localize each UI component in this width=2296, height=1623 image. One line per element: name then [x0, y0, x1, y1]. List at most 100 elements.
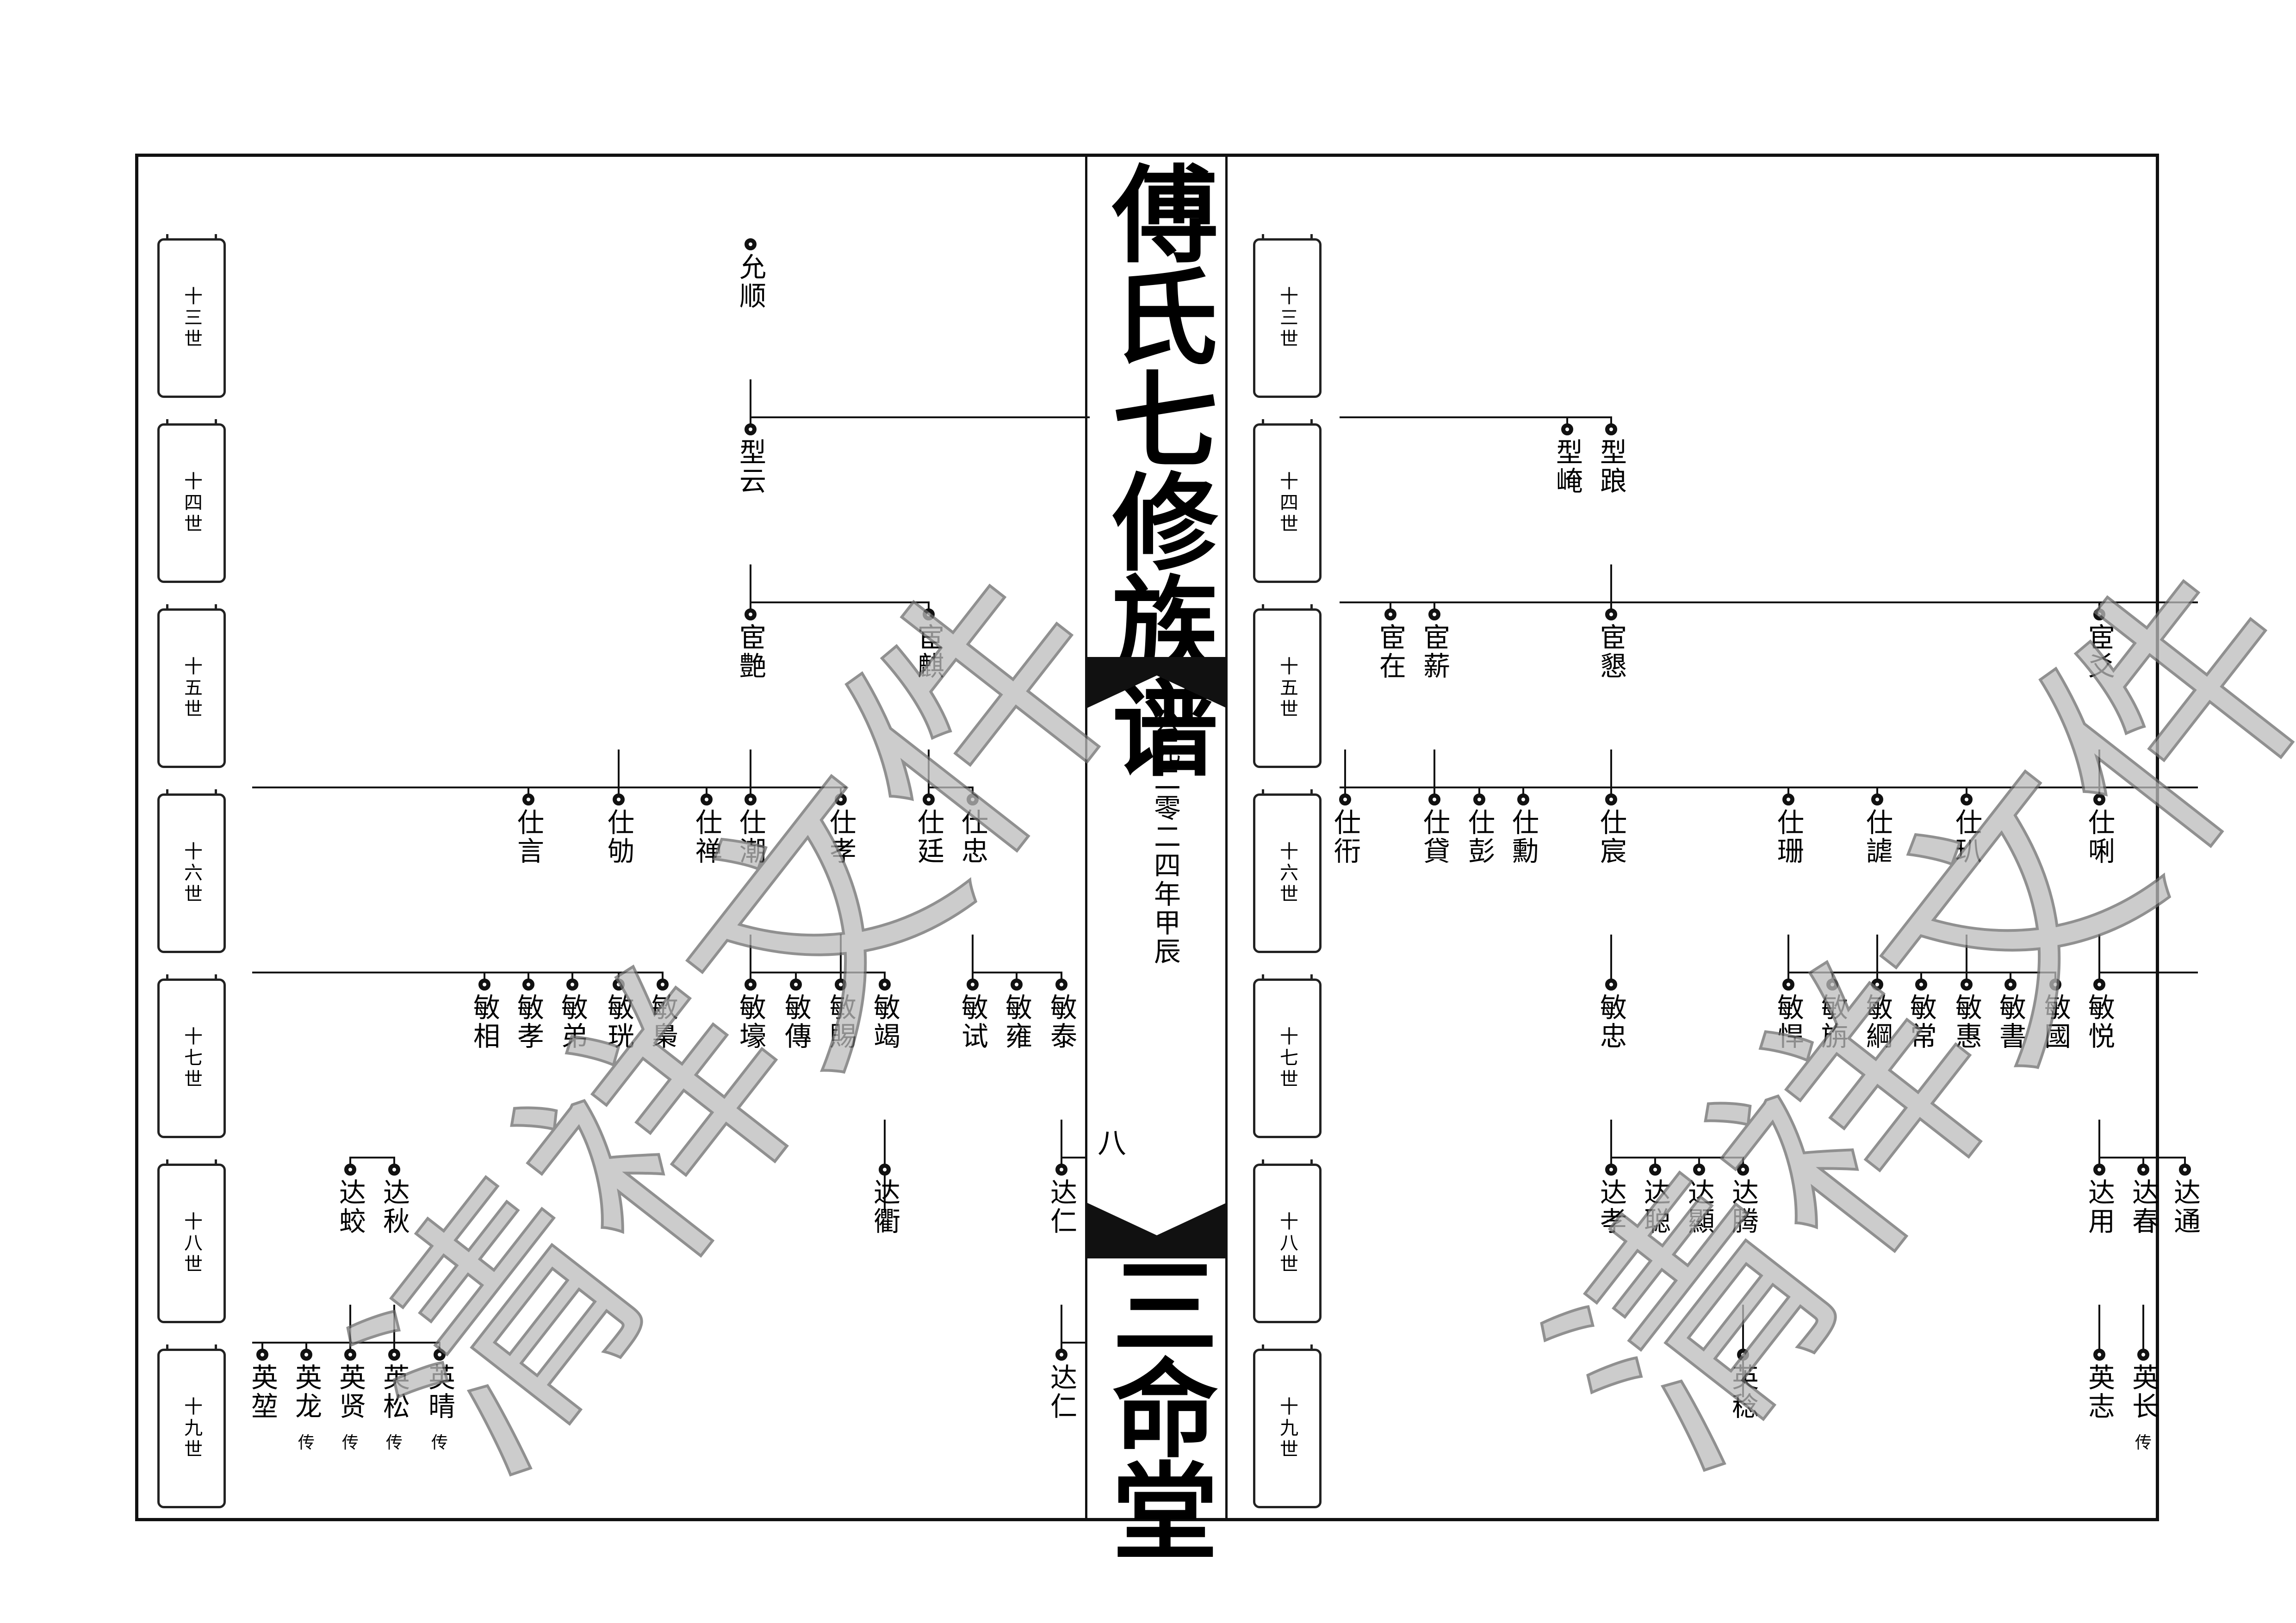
person-node[interactable]: 敏綱: [1845, 979, 1910, 1051]
person-node[interactable]: 英稔: [1711, 1349, 1775, 1421]
person-marker-icon: [701, 793, 713, 805]
person-node[interactable]: 仕唎: [2067, 793, 2132, 866]
person-node[interactable]: 英龙传: [274, 1349, 339, 1453]
person-node[interactable]: 敏孝: [496, 979, 561, 1051]
person-node[interactable]: 宦爻: [2067, 608, 2132, 681]
person-node[interactable]: 敏相: [452, 979, 517, 1051]
person-node[interactable]: 敏旃: [1800, 979, 1865, 1051]
person-node[interactable]: 允顺: [718, 238, 783, 310]
descent-line: [2098, 935, 2100, 972]
person-name: 敏忠: [1595, 993, 1627, 1051]
person-node[interactable]: 仕劬: [586, 793, 651, 866]
person-name: 达春: [2128, 1178, 2159, 1236]
person-name: 英长: [2128, 1363, 2159, 1421]
person-marker-icon: [1055, 979, 1067, 991]
person-node[interactable]: 仕禅: [674, 793, 739, 866]
generation-label-text: 十七世: [181, 1026, 202, 1090]
ribbon-top: [1087, 657, 1226, 708]
person-node[interactable]: 宦艶: [718, 608, 783, 681]
person-node[interactable]: 敏泰: [1029, 979, 1094, 1051]
person-name: 型崦: [1551, 438, 1583, 496]
person-node[interactable]: 宦薪: [1402, 608, 1467, 681]
person-marker-icon: [1782, 979, 1794, 991]
person-name: 仕廷: [913, 808, 944, 866]
person-node[interactable]: 达蛟: [318, 1164, 383, 1236]
person-name: 仕玐: [1951, 808, 1982, 866]
person-node[interactable]: 敏惠: [1934, 979, 1999, 1051]
person-node[interactable]: 仕孝: [808, 793, 873, 866]
person-node[interactable]: 敏弟: [540, 979, 605, 1051]
person-node[interactable]: 敏賜: [808, 979, 873, 1051]
person-marker-icon: [2093, 1349, 2105, 1361]
person-node[interactable]: 型云: [718, 423, 783, 496]
person-node[interactable]: 英松传: [362, 1349, 427, 1453]
person-node[interactable]: 敏書: [1978, 979, 2043, 1051]
person-node[interactable]: 英晴传: [407, 1349, 472, 1453]
person-node[interactable]: 宦懇: [1579, 608, 1644, 681]
generation-label: 十九世: [157, 1344, 226, 1508]
person-node[interactable]: 宦在: [1358, 608, 1423, 681]
person-name: 仕禅: [691, 808, 722, 866]
person-node[interactable]: 敏悍: [1756, 979, 1821, 1051]
person-node[interactable]: 敏壕: [718, 979, 783, 1051]
person-node[interactable]: 仕勳: [1491, 793, 1556, 866]
person-node[interactable]: 达顯: [1667, 1164, 1731, 1236]
person-marker-icon: [1605, 793, 1617, 805]
person-node[interactable]: 敏试: [940, 979, 1005, 1051]
person-node[interactable]: 敏珖: [586, 979, 651, 1051]
person-node[interactable]: 敏國: [2023, 979, 2088, 1051]
person-node[interactable]: 敏悦: [2067, 979, 2132, 1051]
person-name: 宦薪: [1419, 623, 1450, 681]
person-node[interactable]: 敏竭: [852, 979, 917, 1051]
person-node[interactable]: 仕廷: [896, 793, 961, 866]
person-node[interactable]: 达仁: [1029, 1349, 1094, 1421]
person-name: 敏悦: [2084, 993, 2115, 1051]
person-node[interactable]: 仕忠: [940, 793, 1005, 866]
person-name: 达腾: [1727, 1178, 1759, 1236]
generation-label: 十七世: [157, 974, 226, 1138]
person-node[interactable]: 达通: [2153, 1164, 2217, 1236]
person-node[interactable]: 敏常: [1889, 979, 1954, 1051]
person-node[interactable]: 型崦: [1535, 423, 1600, 496]
descent-line: [750, 379, 751, 416]
person-node[interactable]: 敏梟: [630, 979, 695, 1051]
person-node[interactable]: 达衢: [852, 1164, 917, 1236]
person-node[interactable]: 达秋: [362, 1164, 427, 1236]
person-node[interactable]: 宦麒: [896, 608, 961, 681]
person-node[interactable]: 仕貸: [1402, 793, 1467, 866]
person-node[interactable]: 型踉: [1579, 423, 1644, 496]
descent-line: [1876, 935, 1878, 972]
person-node[interactable]: 达仁: [1029, 1164, 1094, 1236]
person-node[interactable]: 敏傳: [763, 979, 828, 1051]
person-node[interactable]: 英堃: [230, 1349, 295, 1421]
person-name: 英堃: [247, 1363, 278, 1421]
person-node[interactable]: 仕宸: [1579, 793, 1644, 866]
descent-line: [1610, 564, 1612, 601]
person-node[interactable]: 英志: [2067, 1349, 2132, 1421]
person-note: 传: [385, 1433, 403, 1452]
person-marker-icon: [1871, 793, 1883, 805]
person-node[interactable]: 仕衎: [1313, 793, 1378, 866]
person-name: 型云: [735, 438, 766, 496]
person-name: 敏雍: [1001, 993, 1032, 1051]
person-node[interactable]: 达用: [2067, 1164, 2132, 1236]
person-node[interactable]: 仕潮: [718, 793, 783, 866]
person-node[interactable]: 敏雍: [984, 979, 1049, 1051]
person-node[interactable]: 仕言: [496, 793, 561, 866]
person-node[interactable]: 仕玐: [1934, 793, 1999, 866]
person-node[interactable]: 英长传: [2111, 1349, 2176, 1453]
person-node[interactable]: 仕彭: [1447, 793, 1512, 866]
person-node[interactable]: 敏忠: [1579, 979, 1644, 1051]
person-node[interactable]: 达孝: [1579, 1164, 1644, 1236]
person-node[interactable]: 仕珊: [1756, 793, 1821, 866]
spine-right-border: [1225, 154, 1228, 1521]
person-name: 达通: [2169, 1178, 2201, 1236]
person-node[interactable]: 达腾: [1711, 1164, 1775, 1236]
person-node[interactable]: 达春: [2111, 1164, 2176, 1236]
generation-label-text: 十五世: [1277, 656, 1298, 720]
person-marker-icon: [967, 793, 979, 805]
person-node[interactable]: 达聪: [1623, 1164, 1688, 1236]
person-node[interactable]: 仕謔: [1845, 793, 1910, 866]
person-node[interactable]: 英贤传: [318, 1349, 383, 1453]
person-name: 达孝: [1595, 1178, 1627, 1236]
